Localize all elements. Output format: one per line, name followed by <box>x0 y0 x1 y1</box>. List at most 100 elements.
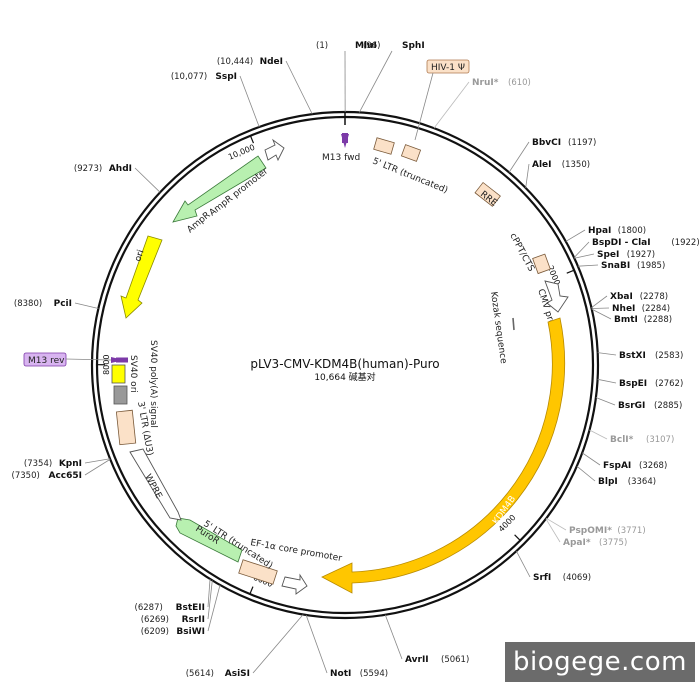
site-name: BlpI <box>598 477 618 487</box>
m13-rev-primer <box>111 357 128 363</box>
restriction-site: KpnI(7354) <box>24 458 111 469</box>
site-position: (2762) <box>655 379 683 389</box>
site-position: (6269) <box>141 615 169 625</box>
site-position: (1350) <box>562 160 590 170</box>
site-name: PciI <box>54 299 72 309</box>
site-leader <box>565 229 586 242</box>
site-position: (9273) <box>74 164 102 174</box>
scale-tick-label: 8000 <box>102 355 111 375</box>
restriction-site: Acc65I(7350) <box>12 458 111 481</box>
scale-tick-mark <box>566 269 575 274</box>
site-name: MluI <box>355 41 377 51</box>
rre-block <box>474 181 501 207</box>
site-name: ApaI* <box>563 538 591 548</box>
restriction-site: FspAI(3268) <box>582 452 667 471</box>
site-name: FspAI <box>603 461 631 471</box>
site-leader <box>576 465 596 482</box>
site-leader <box>574 253 595 259</box>
site-name: SrfI <box>533 573 551 583</box>
hiv-psi-label-box <box>426 59 470 74</box>
site-position: (1922) <box>671 238 699 248</box>
site-position: (610) <box>508 78 531 88</box>
plasmid-title: pLV3-CMV-KDM4B(human)-Puro <box>250 357 439 371</box>
site-name: AsiSI <box>225 669 250 679</box>
site-position: (3771) <box>617 526 645 536</box>
site-name: NotI <box>330 669 351 679</box>
site-position: (6287) <box>135 603 163 613</box>
scale-tick-mark <box>249 586 254 595</box>
restriction-site: BbvCI(1197) <box>508 138 596 173</box>
restriction-site: HpaI(1800) <box>565 226 646 242</box>
restriction-site: XbaI (2278) <box>591 292 668 308</box>
sv40-ori-block <box>111 364 126 384</box>
site-name: SphI <box>402 41 425 51</box>
restriction-site: AvrII (5061) <box>384 614 469 665</box>
site-leader <box>84 458 111 464</box>
site-leader <box>577 264 599 267</box>
restriction-site: SpeI(1927) <box>574 250 655 260</box>
site-position: (5614) <box>186 669 214 679</box>
site-leader <box>285 60 313 115</box>
site-name: BstXI <box>619 351 646 361</box>
site-position: (5061) <box>441 655 469 665</box>
site-name: BclI* <box>610 435 634 445</box>
site-name: BspEI <box>619 379 647 389</box>
site-position: (2885) <box>654 401 682 411</box>
hiv-psi-leader <box>414 72 434 141</box>
site-name: BsrGI <box>618 401 645 411</box>
site-leader <box>516 550 531 578</box>
cmv-promoter-arrow <box>544 280 569 313</box>
m13-fwd-label: M13 fwd <box>322 153 360 163</box>
site-position: (2583) <box>655 351 683 361</box>
site-name: BsiWI <box>176 627 205 637</box>
site-position: (7350) <box>12 471 40 481</box>
restriction-site: AsiSI (5614) <box>186 614 304 679</box>
restriction-site: NdeI(10,444) <box>217 57 313 115</box>
restriction-site: BspEI (2762) <box>597 378 683 389</box>
restriction-site: BstEII(6287) <box>135 578 211 613</box>
site-leader <box>591 307 610 309</box>
restriction-site: RsrII (6269) <box>141 580 213 625</box>
ltr5-block-b <box>400 144 422 162</box>
site-name: PspOMI* <box>569 526 612 536</box>
site-leader <box>207 580 213 620</box>
site-leader <box>207 584 221 632</box>
sv40-polya-label: SV40 poly(A) signal <box>148 340 158 428</box>
site-leader <box>597 352 617 356</box>
site-name: SspI <box>215 72 237 82</box>
cppt-block <box>532 253 551 275</box>
site-position: (2278) <box>640 292 668 302</box>
site-name: NdeI <box>260 57 283 67</box>
site-leader <box>595 397 616 406</box>
sv40-polya-block <box>113 385 128 405</box>
restriction-site: NruI* (610) <box>433 78 531 129</box>
restriction-site: BclI*(3107) <box>589 429 674 445</box>
restriction-site: PciI(8380) <box>14 299 99 309</box>
site-leader <box>591 295 608 308</box>
site-position: (1800) <box>618 226 646 236</box>
site-leader <box>252 614 304 674</box>
restriction-site: ApaI*(3775) <box>545 518 627 548</box>
site-name: RsrII <box>182 615 205 625</box>
watermark-text: biogege.com <box>505 642 695 682</box>
site-position: (2288) <box>644 315 672 325</box>
site-name: AhdI <box>109 164 132 174</box>
restriction-site: MluI (1) <box>316 41 377 113</box>
scale-tick-mark <box>249 135 255 144</box>
restriction-site: BmtI(2288) <box>591 308 672 325</box>
scale-tick-mark <box>514 534 521 541</box>
site-name: XbaI <box>610 292 633 302</box>
m13-fwd-primer <box>341 133 349 148</box>
hiv-psi-label: HIV-1 Ψ <box>431 63 465 73</box>
m13-rev-label-box <box>23 352 67 367</box>
site-leader <box>433 81 470 129</box>
site-name: AvrII <box>405 655 429 665</box>
site-position: (1) <box>316 41 328 51</box>
site-position: (1197) <box>568 138 596 148</box>
site-leader <box>134 167 161 193</box>
site-position: (1985) <box>637 261 665 271</box>
site-name: NruI* <box>472 78 499 88</box>
restriction-site: SspI(10,077) <box>171 72 260 128</box>
site-position: (2284) <box>642 304 670 314</box>
